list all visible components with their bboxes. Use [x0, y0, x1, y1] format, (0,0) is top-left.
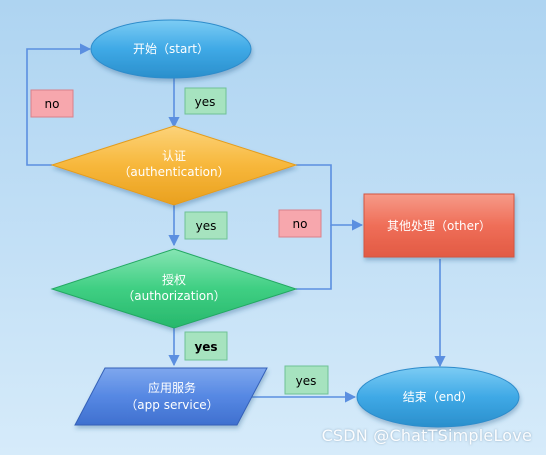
edge-label-authz-other-no: no: [278, 209, 322, 238]
edge-label-auth-authz-yes: yes: [184, 211, 228, 240]
edge-authz-to-other: [296, 225, 332, 290]
other-process-node[interactable]: 其他处理（other）: [363, 193, 515, 258]
edge-label-authz-app-yes: yes: [184, 331, 228, 361]
start-node[interactable]: 开始（start）: [90, 19, 252, 79]
auth-node-label-en: （authentication）: [118, 165, 229, 179]
start-node-label: 开始（start）: [133, 42, 209, 56]
edge-auth-no-to-start: [26, 43, 92, 166]
auth-node-label-cn: 认证: [162, 149, 186, 163]
authz-decision-node[interactable]: 授权 （authorization）: [50, 248, 298, 329]
end-node[interactable]: 结束（end）: [356, 366, 520, 428]
end-node-label: 结束（end）: [403, 390, 474, 404]
svg-text:yes: yes: [194, 340, 217, 354]
authz-node-label-cn: 授权: [162, 272, 186, 287]
svg-text:yes: yes: [195, 95, 216, 109]
svg-text:yes: yes: [296, 374, 317, 388]
svg-text:yes: yes: [196, 219, 217, 233]
authz-node-label-en: （authorization）: [122, 289, 226, 303]
svg-text:no: no: [45, 97, 60, 111]
app-service-node[interactable]: 应用服务 （app service）: [74, 367, 268, 426]
svg-text:no: no: [293, 217, 308, 231]
edge-auth-to-other: [296, 164, 364, 231]
other-node-label: 其他处理（other）: [387, 219, 491, 233]
edge-label-start-auth-yes: yes: [184, 87, 227, 115]
app-node-label-cn: 应用服务: [148, 380, 196, 395]
csdn-watermark: CSDN @ChatTSimpleLove: [321, 426, 532, 445]
edge-label-app-end-yes: yes: [284, 365, 329, 395]
auth-decision-node[interactable]: 认证 （authentication）: [50, 125, 298, 206]
edge-label-auth-start-no: no: [30, 89, 74, 118]
app-node-label-en: （app service）: [125, 398, 218, 412]
